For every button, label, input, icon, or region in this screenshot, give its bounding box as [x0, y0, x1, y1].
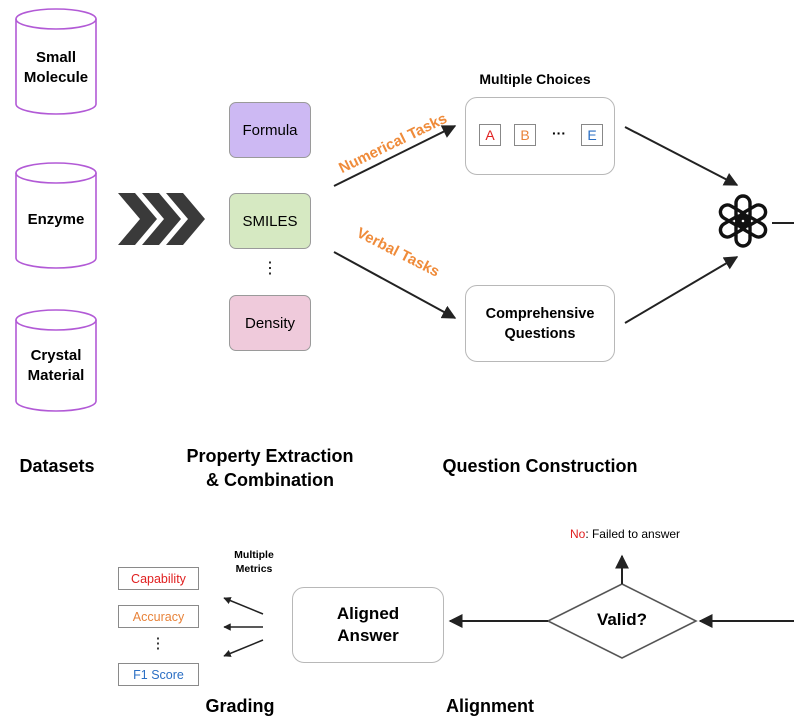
- openai-logo-icon: [718, 194, 768, 248]
- failed-label: No: Failed to answer: [530, 527, 720, 541]
- valid-diamond: [546, 583, 698, 659]
- option-e: E: [581, 124, 603, 146]
- arrow-verbal: [333, 251, 457, 319]
- grading-section-label: Grading: [205, 696, 275, 716]
- multiple-metrics-label: Multiple Metrics: [234, 549, 274, 575]
- property-density: Density: [229, 295, 311, 351]
- metric-accuracy: Accuracy: [118, 605, 199, 628]
- no-label: No: [569, 527, 586, 541]
- question-section-label: Question Construction: [442, 456, 638, 476]
- datasets-section-label: Datasets: [19, 456, 95, 476]
- arrow-grade-1: [223, 597, 264, 615]
- cylinder-icon: [15, 162, 97, 269]
- dataset-crystal-material: Crystal Material: [27, 347, 85, 384]
- property-formula: Formula: [229, 102, 311, 158]
- aligned-answer-box: Aligned Answer: [292, 587, 444, 663]
- property-vdots: ⋮: [262, 260, 278, 277]
- option-b: B: [514, 124, 536, 146]
- arrow-numerical: [333, 125, 457, 187]
- valid-text: Valid?: [596, 610, 648, 629]
- multiple-choices-title: Multiple Choices: [479, 71, 591, 87]
- cylinder-icon: [15, 309, 97, 412]
- property-smiles: SMILES: [229, 193, 311, 249]
- metric-vdots: ⋮: [150, 635, 166, 652]
- alignment-section-label: Alignment: [446, 696, 534, 716]
- dataset-small-molecule: Small Molecule: [23, 49, 89, 86]
- cylinder-icon: [15, 8, 97, 115]
- option-a: A: [479, 124, 501, 146]
- metric-capability: Capability: [118, 567, 199, 590]
- options-hdots: ···: [552, 125, 566, 141]
- failed-text: : Failed to answer: [585, 527, 681, 541]
- arrow-grade-3: [223, 639, 264, 657]
- dataset-enzyme: Enzyme: [27, 211, 85, 228]
- comprehensive-questions-box: Comprehensive Questions: [465, 285, 615, 362]
- arrow-cq-to-llm: [624, 256, 739, 324]
- chevron-arrows-icon: [118, 193, 205, 245]
- arrow-mc-to-llm: [624, 126, 739, 186]
- metric-f1: F1 Score: [118, 663, 199, 686]
- property-section-label: Property Extraction & Combination: [186, 446, 354, 490]
